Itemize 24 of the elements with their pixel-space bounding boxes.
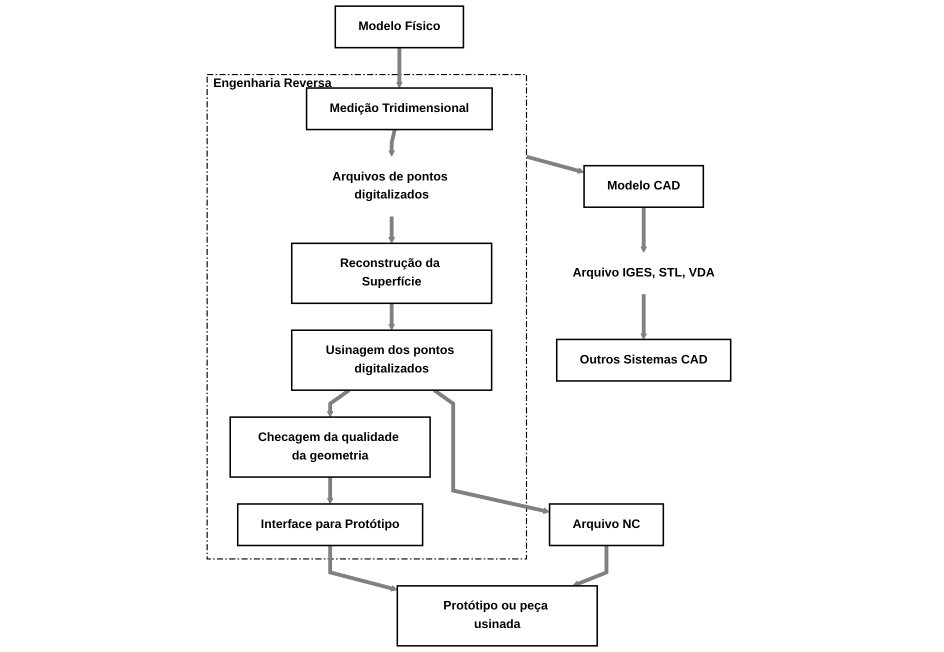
node-box: Medição Tridimensional: [305, 87, 492, 130]
node-box: Checagem da qualidade da geometria: [228, 416, 430, 478]
arrow: [572, 546, 608, 587]
node-box: Arquivo NC: [548, 503, 664, 546]
node-text: Arquivo IGES, STL, VDA: [572, 266, 714, 280]
arrow: [640, 207, 647, 253]
arrow: [388, 303, 395, 331]
node-text: Arquivos de pontos digitalizados: [332, 170, 448, 202]
arrow: [640, 294, 647, 340]
node-box: Protótipo ou peça usinada: [396, 585, 598, 647]
arrow: [326, 388, 350, 418]
node-box: Reconstrução da Superfície: [290, 242, 492, 304]
node-box: Usinagem dos pontos digitalizados: [290, 329, 492, 391]
arrow: [388, 129, 396, 157]
node-box: Outros Sistemas CAD: [555, 338, 731, 382]
arrow: [525, 154, 584, 174]
arrow: [328, 546, 398, 592]
arrow: [388, 216, 395, 244]
arrow: [432, 388, 550, 514]
arrow: [326, 477, 334, 504]
node-box: Interface para Protótipo: [236, 503, 423, 546]
node-box: Modelo CAD: [582, 164, 704, 208]
arrow: [395, 48, 402, 88]
node-box: Modelo Físico: [334, 5, 464, 48]
